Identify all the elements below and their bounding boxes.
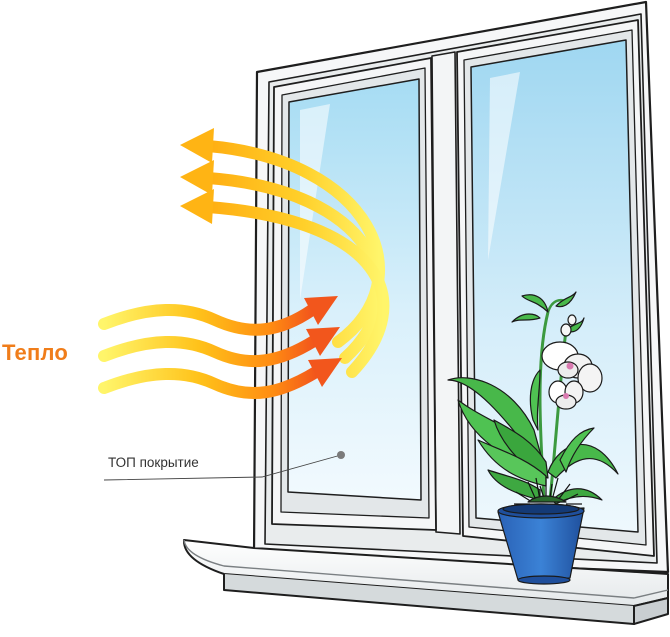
window-sill bbox=[182, 539, 669, 625]
reflected-heat-arrows bbox=[180, 128, 390, 378]
orchid-flower-icon bbox=[541, 341, 603, 393]
coating-pointer bbox=[103, 451, 345, 481]
coating-point-icon bbox=[337, 451, 345, 459]
incoming-heat-arrows bbox=[98, 296, 342, 400]
right-sash bbox=[456, 19, 655, 557]
orchid-bud-icon bbox=[560, 314, 577, 337]
orchid-flower-icon bbox=[548, 380, 584, 410]
wavy-arrow-icon bbox=[98, 358, 342, 400]
flower-pot bbox=[497, 503, 585, 585]
wavy-arrow-icon bbox=[98, 327, 340, 368]
curved-arrow-icon bbox=[180, 128, 385, 348]
curved-arrow-icon bbox=[180, 189, 390, 378]
coating-label: ТОП покрытие bbox=[108, 455, 199, 470]
heat-label: Тепло bbox=[2, 340, 68, 365]
wavy-arrow-icon bbox=[98, 296, 338, 336]
orchid-plant-icon bbox=[447, 291, 619, 585]
left-sash bbox=[271, 57, 437, 531]
curved-arrow-icon bbox=[180, 160, 386, 364]
